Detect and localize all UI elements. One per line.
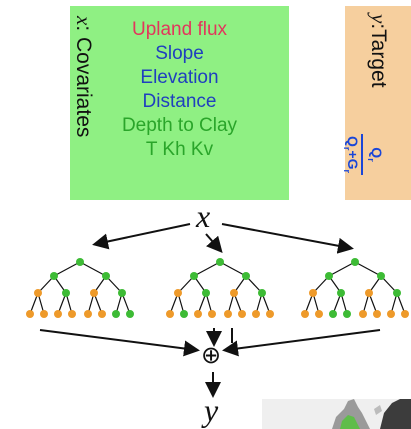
tree-1-leaf-node — [54, 310, 62, 318]
tree-edge — [53, 261, 81, 277]
covariate-distance: Distance — [142, 91, 217, 112]
tree-3-leaf-node — [301, 310, 309, 318]
tree-3-leaf-node — [359, 310, 367, 318]
tree-3-node — [325, 272, 333, 280]
tree-1-node — [34, 289, 42, 297]
tree-2-leaf-node — [208, 310, 216, 318]
combine-symbol: ⊕ — [201, 343, 222, 369]
tree-1-leaf-node — [98, 310, 106, 318]
tree-1-root-node — [76, 258, 84, 266]
flow-arrows — [39, 223, 381, 398]
covariate-slope: Slope — [155, 43, 204, 64]
tree-1-node — [90, 289, 98, 297]
arrow-to-tree-2 — [205, 233, 223, 254]
tree-3-leaf-node — [387, 310, 395, 318]
tree-1-leaf-node — [26, 310, 34, 318]
tree-edge — [79, 261, 107, 277]
tree-1-leaf-node — [40, 310, 48, 318]
map-thumbnail-graphic — [262, 399, 411, 429]
tree-2-leaf-node — [194, 310, 202, 318]
covariate-elevation: Elevation — [140, 67, 219, 88]
tree-2-root-node — [216, 258, 224, 266]
tree-2-node — [258, 289, 266, 297]
tree-3-leaf-node — [343, 310, 351, 318]
tree-1-node — [118, 289, 126, 297]
tree-3-node — [393, 289, 401, 297]
tree-3-leaf-node — [373, 310, 381, 318]
tree-2-node — [174, 289, 182, 297]
tree-1-leaf-node — [68, 310, 76, 318]
tree-3-node — [365, 289, 373, 297]
arrow-from-tree-1 — [39, 329, 200, 357]
tree-2-node — [202, 289, 210, 297]
tree-3-node — [377, 272, 385, 280]
tree-1-leaf-node — [112, 310, 120, 318]
map-thumbnail — [262, 399, 411, 429]
target-box: y:Target Qr Qr+Gr — [339, 6, 411, 200]
tree-2-leaf-node — [266, 310, 274, 318]
covariate-depth-to-clay: Depth to Clay — [121, 115, 238, 136]
tree-2-leaf-node — [166, 310, 174, 318]
tree-3-leaf-node — [329, 310, 337, 318]
tree-3-node — [309, 289, 317, 297]
tree-3-root-node — [351, 258, 359, 266]
covariate-t-kh-kv: T Kh Kv — [145, 139, 214, 160]
input-x-label: x — [196, 198, 211, 234]
tree-1-leaf-node — [126, 310, 134, 318]
output-y-label: y — [204, 392, 219, 428]
tree-2-node — [190, 272, 198, 280]
tree-1-node — [62, 289, 70, 297]
tree-2-node — [242, 272, 250, 280]
tree-1-node — [102, 272, 110, 280]
tree-edge — [219, 261, 247, 277]
tree-1-leaf-node — [84, 310, 92, 318]
covariate-upland-flux: Upland flux — [131, 19, 228, 40]
tree-2-leaf-node — [238, 310, 246, 318]
tree-edge — [354, 261, 382, 277]
arrow-to-tree-1 — [92, 223, 191, 250]
covariate-list: Upland flux Slope Elevation Distance Dep… — [70, 18, 289, 162]
tree-3-node — [337, 289, 345, 297]
covariates-box: x: Covariates Upland flux Slope Elevatio… — [70, 6, 289, 200]
tree-2-leaf-node — [224, 310, 232, 318]
tree-edge — [193, 261, 221, 277]
tree-edge — [328, 261, 356, 277]
tree-1-node — [50, 272, 58, 280]
tree-2-node — [230, 289, 238, 297]
arrow-to-tree-3 — [221, 223, 354, 254]
tree-2-leaf-node — [180, 310, 188, 318]
tree-3-leaf-node — [315, 310, 323, 318]
arrow-from-tree-3 — [222, 329, 381, 357]
tree-3-leaf-node — [401, 310, 409, 318]
tree-2-leaf-node — [252, 310, 260, 318]
